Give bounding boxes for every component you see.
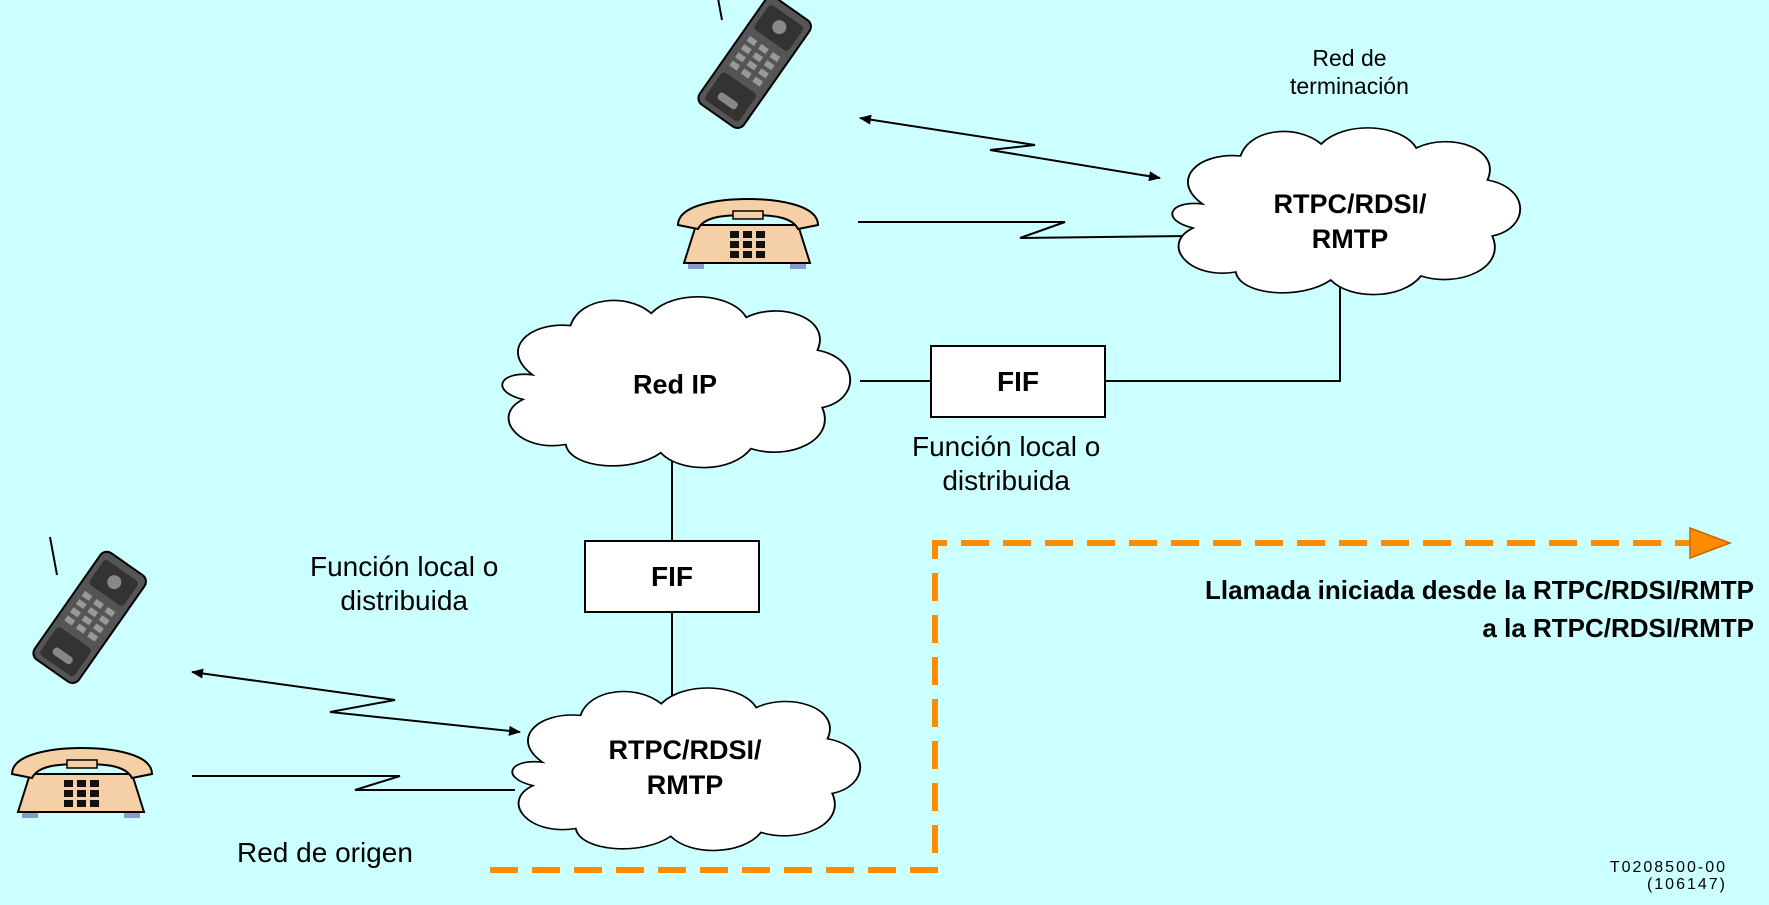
- fif-box-lower: FIF: [584, 540, 760, 613]
- radio-link-top: [859, 114, 1161, 182]
- origin-network-line2: RMTP: [646, 770, 724, 800]
- origin-caption: Red de origen: [237, 837, 413, 868]
- call-path-dashed: [490, 540, 1690, 873]
- desk-telephone-icon: [677, 198, 819, 270]
- mobile-phone-icon: [29, 536, 151, 688]
- fif-box-right: FIF: [930, 345, 1106, 418]
- fif-box-lower-label: FIF: [651, 560, 693, 592]
- link-fif-right-to-termination: [1106, 280, 1341, 382]
- mobile-phone-icon: [694, 0, 816, 133]
- termination-network-line1: RTPC/RDSI/: [1273, 188, 1427, 219]
- call-legend-line2: a la RTPC/RDSI/RMTP: [1482, 612, 1754, 643]
- termination-network-label: RTPC/RDSI/ RMTP: [1273, 187, 1426, 257]
- origin-network-line1: RTPC/RDSI/: [608, 734, 762, 765]
- termination-network-line2: RMTP: [1311, 224, 1389, 254]
- figure-code-line2: (106147): [1646, 875, 1727, 893]
- origin-network-label: RTPC/RDSI/ RMTP: [608, 733, 761, 803]
- radio-link-bottom: [191, 668, 521, 736]
- termination-caption-line1: Red de: [1312, 45, 1387, 71]
- function-caption-left-line1: Función local o: [310, 551, 499, 582]
- desk-telephone-icon: [11, 747, 153, 819]
- call-legend: Llamada iniciada desde la RTPC/RDSI/RMTP…: [1205, 572, 1754, 647]
- termination-caption: Red de terminación: [1290, 45, 1409, 100]
- function-caption-left-line2: distribuida: [340, 584, 468, 616]
- fif-box-right-label: FIF: [997, 365, 1039, 397]
- ip-network-text: Red IP: [632, 369, 718, 400]
- function-caption-right-line2: distribuida: [942, 464, 1070, 496]
- termination-caption-line2: terminación: [1290, 72, 1409, 99]
- function-caption-right-line1: Función local o: [912, 431, 1101, 462]
- figure-code: T0208500-00 (106147): [1609, 859, 1727, 894]
- call-path-arrow-icon: [1689, 526, 1733, 560]
- figure-code-line1: T0208500-00: [1609, 859, 1727, 876]
- ip-network-label: Red IP: [633, 367, 717, 402]
- wire-link-top: [858, 221, 1191, 239]
- call-legend-line1: Llamada iniciada desde la RTPC/RDSI/RMTP: [1204, 575, 1754, 605]
- function-caption-right: Función local o distribuida: [912, 430, 1100, 497]
- wire-link-bottom: [192, 775, 515, 791]
- function-caption-left: Función local o distribuida: [310, 550, 498, 617]
